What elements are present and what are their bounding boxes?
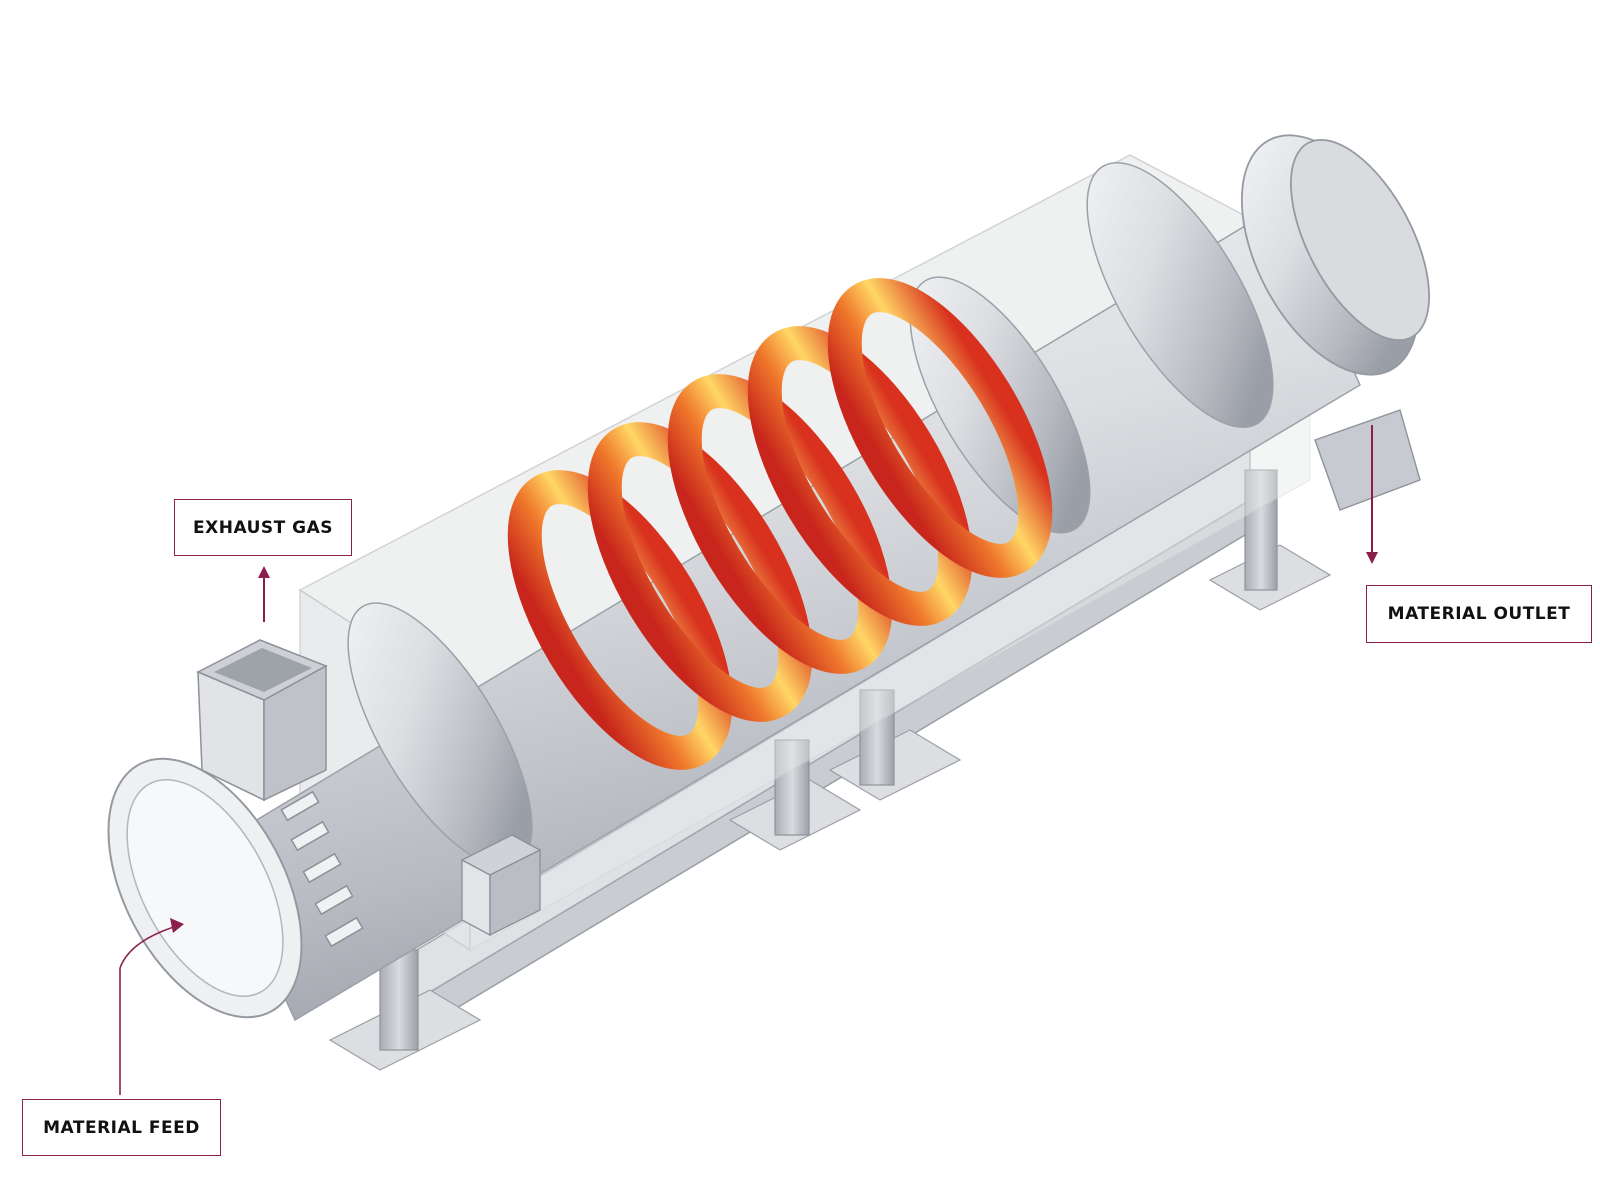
heater-band [587, 422, 813, 722]
support-leg [828, 689, 962, 801]
material-outlet-label: MATERIAL OUTLET [1366, 585, 1592, 643]
heater-band [507, 470, 733, 770]
heater-band [667, 374, 893, 674]
drive-box [460, 834, 542, 937]
exhaust-arrow-head [258, 566, 270, 578]
feed-leader-curve [119, 924, 181, 969]
feed-arrow-head [170, 918, 184, 933]
support-legs [328, 469, 1332, 1071]
vent-slots [280, 790, 364, 948]
feed-end [107, 757, 364, 1095]
exhaust-chimney [196, 566, 328, 802]
material-feed-label: MATERIAL FEED [22, 1099, 221, 1156]
support-leg [728, 739, 862, 851]
support-leg [1208, 469, 1332, 611]
support-leg [328, 949, 482, 1071]
heater-bands [507, 278, 1053, 770]
outlet-arrow-head [1366, 552, 1378, 564]
heater-band [747, 326, 973, 626]
heater-band [827, 278, 1053, 578]
exhaust-gas-label: EXHAUST GAS [174, 499, 352, 556]
outlet-end [1240, 134, 1431, 564]
